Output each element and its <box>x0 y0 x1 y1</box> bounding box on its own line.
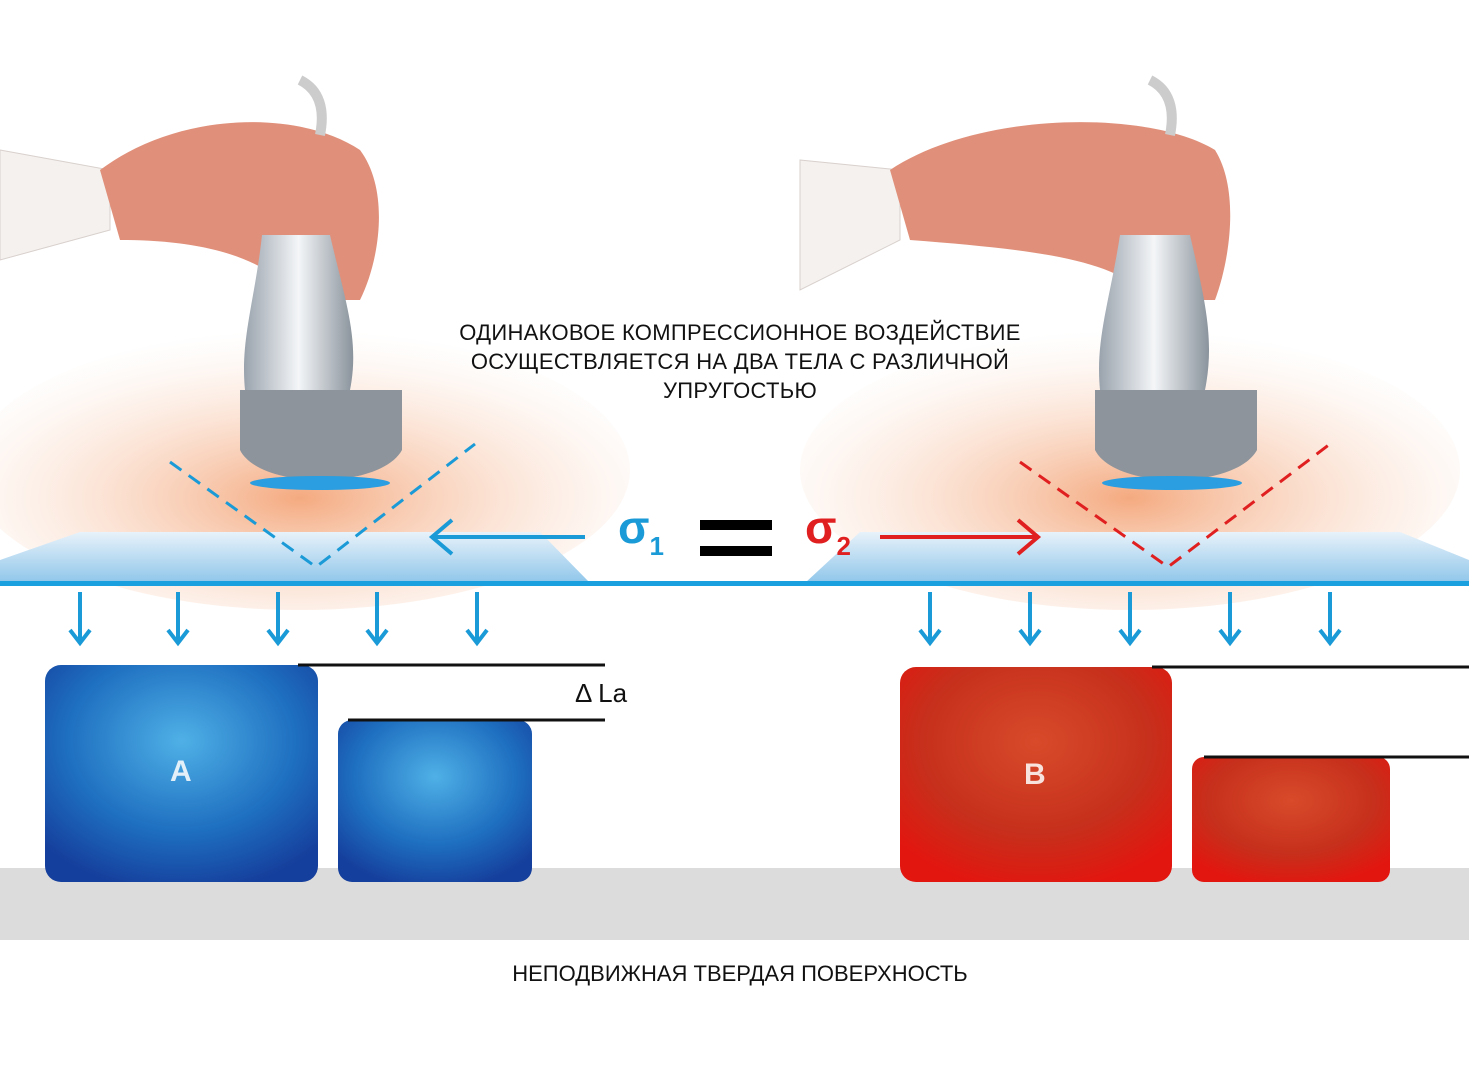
down-arrows-left <box>68 592 489 647</box>
plate-right <box>805 532 1469 583</box>
floor-label: НЕПОДВИЖНАЯ ТВЕРДАЯ ПОВЕРХНОСТЬ <box>512 961 968 986</box>
surface-line <box>0 581 1469 586</box>
hand-probe-left <box>0 75 402 490</box>
block-b-compressed <box>1192 757 1390 882</box>
equals-sign-top <box>700 520 772 530</box>
stress-sigma-2: σ2 <box>805 500 851 562</box>
block-a-uncompressed <box>45 665 318 882</box>
deformation-lines-left <box>169 442 476 569</box>
arrow-right <box>880 518 1042 556</box>
block-b-label: B <box>1024 758 1046 791</box>
hand-probe-right <box>799 75 1257 490</box>
caption-text: ОДИНАКОВОЕ КОМПРЕССИОННОЕ ВОЗДЕЙСТВИЕ ОС… <box>459 320 1021 403</box>
block-a-label: A <box>170 755 192 788</box>
equals-sign-bottom <box>700 546 772 556</box>
sigma-subscript: 1 <box>649 531 664 561</box>
sigma-symbol: σ <box>805 501 837 553</box>
delta-la-label: Δ La <box>575 678 628 708</box>
plate-left <box>0 532 590 583</box>
down-arrows-right <box>918 592 1342 647</box>
sigma-symbol: σ <box>618 501 650 553</box>
block-a-compressed <box>338 720 532 882</box>
stress-sigma-1: σ1 <box>618 500 664 562</box>
arrow-left <box>428 518 585 556</box>
block-b-uncompressed <box>900 667 1172 882</box>
sigma-subscript: 2 <box>836 531 851 561</box>
